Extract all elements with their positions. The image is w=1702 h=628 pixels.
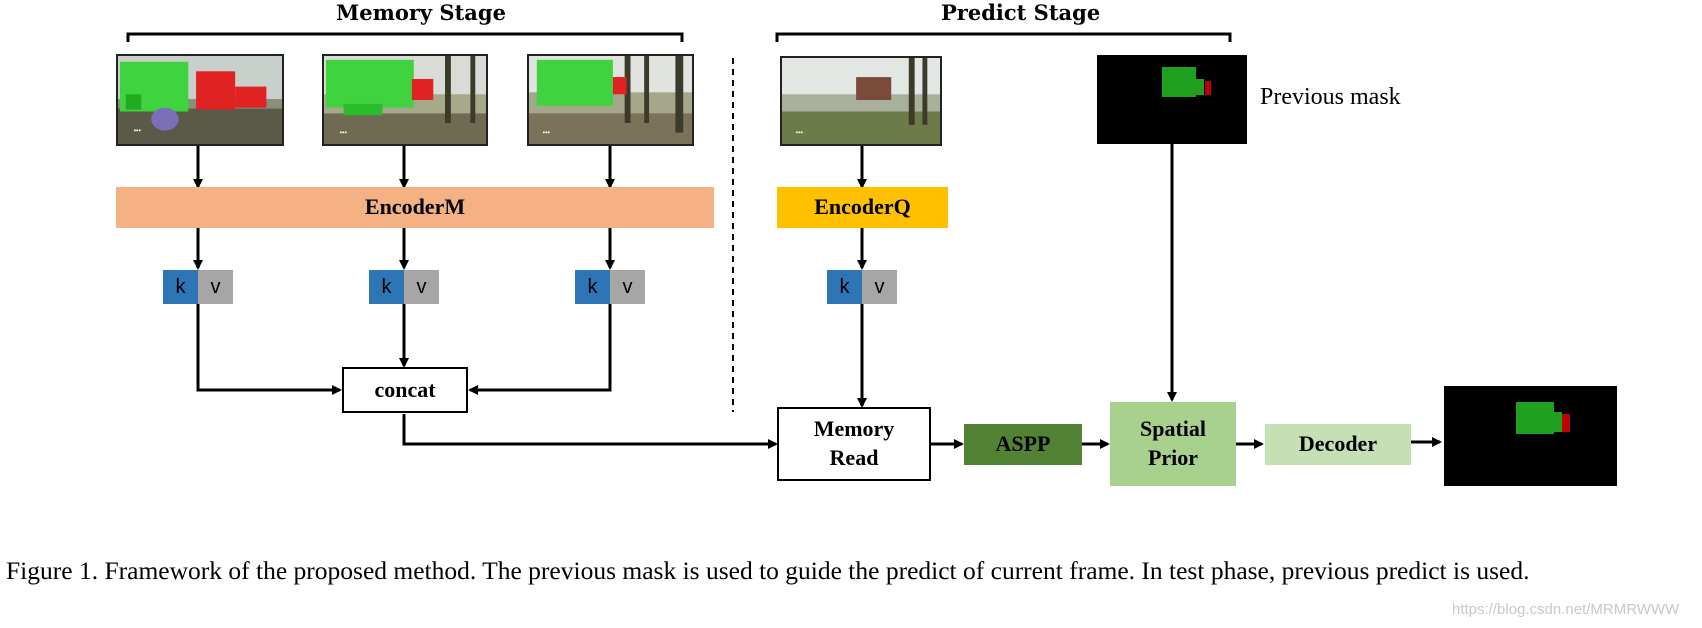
memory-kv-3: k v — [575, 270, 645, 304]
spatial-prior-block: Spatial Prior — [1110, 402, 1236, 486]
aspp-block: ASPP — [964, 424, 1082, 465]
predict-stage-bracket — [775, 32, 1232, 42]
value-cell: v — [404, 270, 439, 304]
output-mask-image — [1444, 386, 1617, 486]
key-cell: k — [827, 270, 862, 304]
decoder-block: Decoder — [1265, 424, 1411, 465]
key-cell: k — [369, 270, 404, 304]
key-cell: k — [163, 270, 198, 304]
memory-frame-1: ▪▪▪ — [116, 54, 284, 146]
watermark: https://blog.csdn.net/MRMRWWW — [1452, 601, 1680, 618]
encoder-q-block: EncoderQ — [777, 187, 948, 228]
value-cell: v — [862, 270, 897, 304]
memory-frame-3: ▪▪▪ — [527, 54, 694, 146]
memory-stage-title: Memory Stage — [336, 0, 506, 25]
memory-frame-2: ▪▪▪ — [322, 54, 488, 146]
memory-kv-2: k v — [369, 270, 439, 304]
svg-text:▪▪▪: ▪▪▪ — [134, 128, 142, 135]
query-kv: k v — [827, 270, 897, 304]
memory-kv-1: k v — [163, 270, 233, 304]
value-cell: v — [198, 270, 233, 304]
svg-text:▪▪▪: ▪▪▪ — [796, 129, 804, 136]
memory-read-block: Memory Read — [777, 407, 931, 481]
memory-stage-bracket — [126, 32, 684, 42]
encoder-m-block: EncoderM — [116, 187, 714, 228]
svg-text:▪▪▪: ▪▪▪ — [340, 129, 348, 136]
predict-stage-title: Predict Stage — [941, 0, 1101, 25]
previous-mask-image — [1097, 55, 1247, 144]
query-frame: ▪▪▪ — [780, 56, 942, 146]
value-cell: v — [610, 270, 645, 304]
figure-caption: Figure 1. Framework of the proposed meth… — [6, 556, 1530, 585]
svg-text:▪▪▪: ▪▪▪ — [543, 129, 551, 136]
concat-block: concat — [342, 367, 468, 413]
previous-mask-label: Previous mask — [1260, 84, 1401, 110]
key-cell: k — [575, 270, 610, 304]
